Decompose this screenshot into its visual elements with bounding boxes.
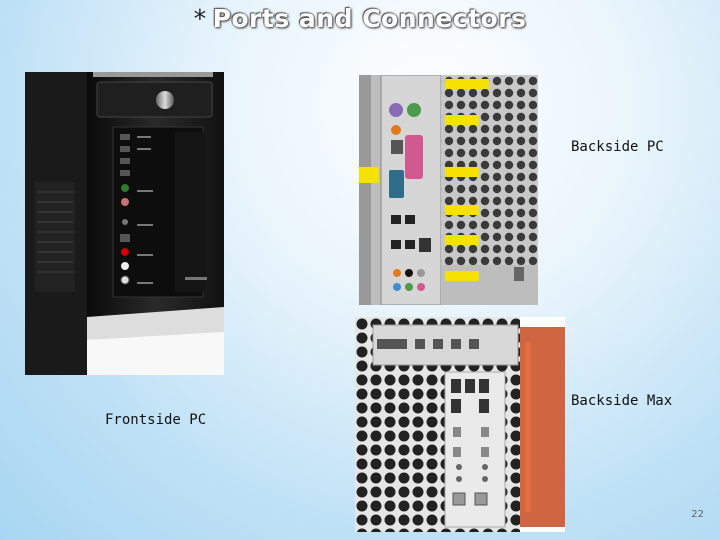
ethernet-port [419, 238, 431, 252]
serial-port [389, 170, 404, 198]
backside-pc-illustration [359, 75, 538, 305]
caption-frontside-pc: Frontside PC [105, 412, 207, 428]
frontside-pc-photo [25, 72, 224, 375]
hp-logo-icon [156, 91, 174, 109]
mic-jack-icon [121, 198, 129, 206]
frontside-pc-illustration [25, 72, 224, 375]
audio-ports [393, 269, 425, 291]
usb-ports [391, 215, 415, 249]
slide-title: *Ports and Connectors [0, 4, 720, 33]
parallel-port [405, 135, 423, 179]
page-number: 22 [691, 509, 704, 520]
audio-jack-icon [121, 184, 129, 192]
mac-ethernet-ports [452, 492, 488, 506]
backside-max-photo [355, 317, 565, 532]
caption-backside-pc: Backside PC [571, 139, 664, 155]
backside-pc-photo [359, 75, 538, 305]
backside-max-illustration [355, 317, 565, 532]
title-text: Ports and Connectors [212, 4, 527, 33]
caption-backside-max: Backside Max [571, 393, 673, 409]
ps2-ports [389, 103, 421, 117]
title-bullet: * [193, 4, 207, 33]
mac-usb-ports [451, 379, 489, 413]
